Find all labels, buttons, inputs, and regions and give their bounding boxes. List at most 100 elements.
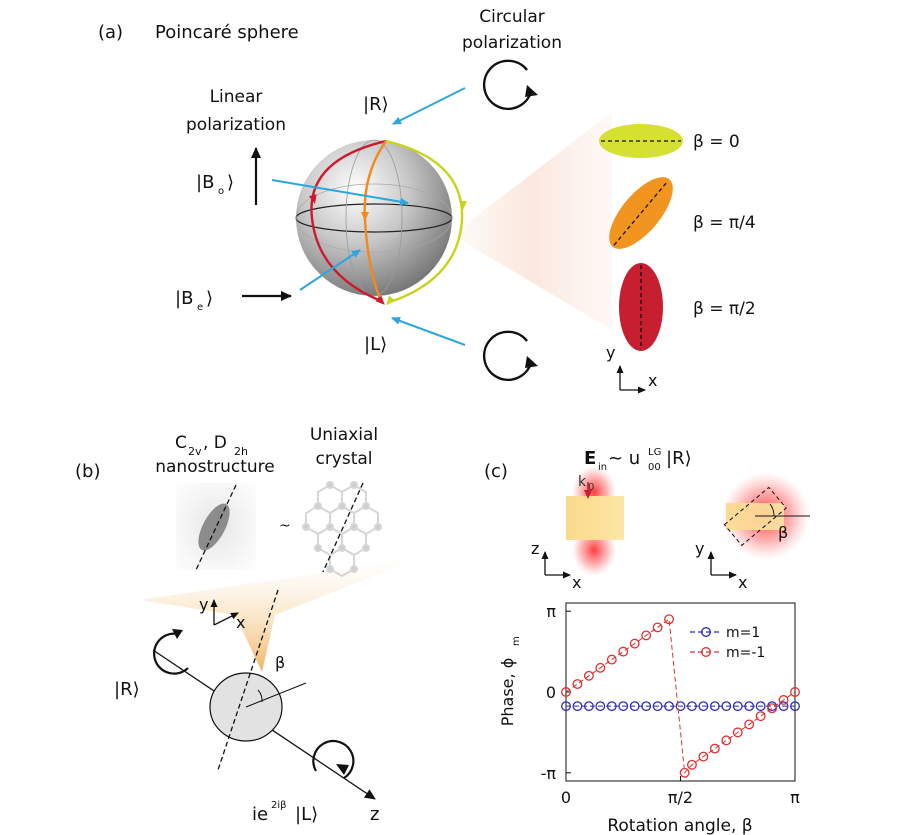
panel-a: (a) Poincaré sphere Circular polarizat bbox=[98, 7, 756, 394]
svg-text:k: k bbox=[578, 474, 587, 490]
y-tick-label: 0 bbox=[546, 683, 556, 702]
yellow-path bbox=[385, 139, 464, 305]
pointer-R bbox=[392, 87, 466, 125]
axis-b-x bbox=[213, 612, 239, 626]
tilde-symbol: ~ bbox=[279, 518, 291, 534]
beta-pi4-label: β = π/4 bbox=[693, 213, 756, 233]
data-point-m-1 bbox=[767, 703, 778, 714]
svg-text:2iβ: 2iβ bbox=[271, 800, 287, 811]
data-point-m1 bbox=[641, 701, 652, 712]
k0-label: k 0 bbox=[578, 474, 594, 493]
legend-label: m=1 bbox=[726, 625, 760, 641]
data-point-m-1 bbox=[778, 695, 789, 705]
pointer-L bbox=[391, 317, 466, 346]
data-point-m1 bbox=[606, 701, 617, 712]
svg-text:2h: 2h bbox=[234, 445, 248, 458]
ellipse-beta-pi2 bbox=[619, 263, 663, 351]
svg-text:Phase, ϕ: Phase, ϕ bbox=[498, 658, 517, 727]
data-point-m-1 bbox=[561, 687, 571, 697]
data-point-m1 bbox=[652, 701, 663, 712]
linear-label-line1: Linear bbox=[210, 87, 263, 107]
ellipse-beta-pi4 bbox=[609, 177, 673, 249]
linear-label-line2: polarization bbox=[186, 115, 286, 135]
svg-text:, D: , D bbox=[203, 433, 227, 453]
data-point-m-1 bbox=[641, 630, 652, 641]
red-path bbox=[310, 139, 387, 303]
svg-text:~ u: ~ u bbox=[608, 448, 640, 469]
svg-text:0: 0 bbox=[588, 482, 594, 493]
ellipse-beta-0 bbox=[599, 124, 683, 158]
poincare-sphere bbox=[295, 139, 467, 306]
panel-b: (b) C 2v , D 2h nanostructure Uniaxial c… bbox=[75, 425, 420, 825]
data-point-m1 bbox=[698, 701, 709, 712]
state-Bo-label: |B o ⟩ bbox=[196, 172, 234, 197]
crystal-label-line1: Uniaxial bbox=[310, 425, 378, 445]
svg-text:nanostructure: nanostructure bbox=[155, 457, 275, 477]
data-point-m-1 bbox=[732, 727, 743, 738]
red-end-arrow bbox=[375, 295, 385, 305]
data-point-m-1 bbox=[606, 654, 617, 665]
data-point-m-1 bbox=[687, 759, 697, 770]
data-point-m-1 bbox=[755, 711, 766, 722]
beta-pi2-label: β = π/2 bbox=[693, 299, 756, 319]
svg-text:|B: |B bbox=[175, 288, 193, 309]
panel-c-label: (c) bbox=[484, 461, 508, 482]
svg-text:2v: 2v bbox=[188, 445, 202, 458]
legend-label: m=-1 bbox=[726, 645, 765, 661]
crystal-label-line2: crystal bbox=[315, 449, 372, 469]
data-point-m-1 bbox=[679, 767, 690, 778]
red-path-arrow bbox=[308, 194, 317, 204]
data-point-m-1 bbox=[721, 735, 732, 746]
symmetry-label: C 2v , D 2h nanostructure bbox=[155, 433, 275, 477]
axis-a-y-label: y bbox=[606, 343, 615, 362]
axis-z-label: z bbox=[370, 804, 379, 825]
circular-arrow-icon-top bbox=[482, 59, 538, 110]
data-point-m1 bbox=[755, 701, 766, 712]
data-point-m1 bbox=[790, 701, 800, 712]
svg-text:|R⟩: |R⟩ bbox=[666, 448, 692, 469]
panel-b-label: (b) bbox=[75, 461, 100, 482]
beta-label-c: β bbox=[778, 523, 788, 542]
svg-text:ie: ie bbox=[252, 804, 268, 825]
data-point-m1 bbox=[583, 701, 594, 712]
pointer-Be bbox=[299, 249, 361, 291]
data-point-m1 bbox=[778, 701, 789, 712]
x-tick-label: π/2 bbox=[668, 788, 693, 807]
beta-label-b: β bbox=[275, 653, 285, 672]
svg-text:in: in bbox=[598, 462, 607, 473]
svg-text:m: m bbox=[511, 636, 522, 646]
y-tick-label: π bbox=[546, 602, 556, 621]
panel-a-title: Poincaré sphere bbox=[155, 22, 299, 43]
axis-c2-y-label: y bbox=[695, 539, 704, 558]
axis-b-y-label: y bbox=[199, 595, 208, 614]
state-R-label-b: |R⟩ bbox=[114, 679, 140, 700]
side-view-beam bbox=[566, 466, 624, 576]
sphere-meridian bbox=[345, 139, 403, 297]
panel-c: (c) E in ~ u LG 00 |R⟩ k 0 z x bbox=[484, 447, 810, 835]
y-tick-label: -π bbox=[541, 764, 557, 783]
yellow-end-arrow bbox=[386, 295, 396, 306]
data-point-m1 bbox=[629, 701, 640, 712]
crystal-lattice bbox=[302, 481, 382, 578]
data-point-m1 bbox=[709, 701, 720, 712]
data-point-m1 bbox=[595, 701, 606, 712]
data-point-m1 bbox=[664, 701, 674, 712]
data-point-m1 bbox=[618, 701, 629, 712]
data-point-m-1 bbox=[790, 687, 800, 697]
circular-arrow-icon-in bbox=[153, 629, 189, 675]
svg-text:o: o bbox=[218, 186, 224, 197]
beta-arc bbox=[257, 689, 263, 703]
beta-0-label: β = 0 bbox=[693, 132, 740, 152]
svg-text:LG: LG bbox=[648, 447, 661, 458]
svg-text:⟩: ⟩ bbox=[227, 172, 234, 193]
data-point-m1 bbox=[675, 701, 686, 712]
svg-text:⟩: ⟩ bbox=[206, 288, 213, 309]
data-point-m1 bbox=[732, 701, 743, 712]
state-Be-label: |B e ⟩ bbox=[175, 288, 213, 313]
data-point-m-1 bbox=[595, 662, 606, 673]
data-point-m-1 bbox=[664, 614, 674, 625]
field-expression: E in ~ u LG 00 |R⟩ bbox=[584, 447, 692, 473]
circular-label-line2: polarization bbox=[462, 33, 562, 53]
data-point-m-1 bbox=[618, 646, 629, 657]
